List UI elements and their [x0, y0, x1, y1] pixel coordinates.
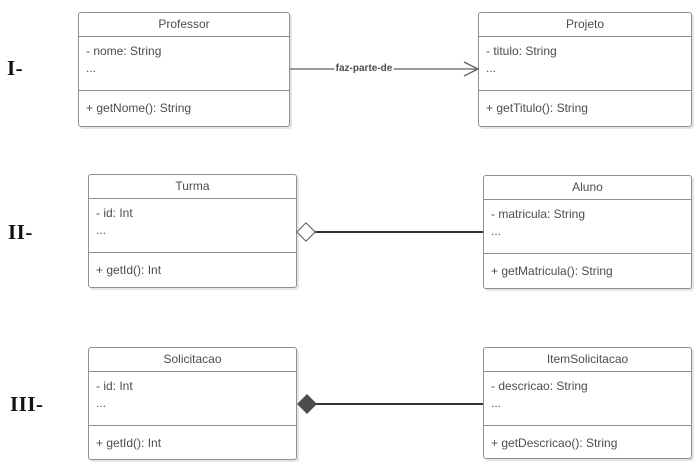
attributes-compartment: - id: Int ... — [89, 199, 296, 253]
method-line: + getTitulo(): String — [486, 100, 588, 115]
methods-compartment: + getTitulo(): String — [479, 91, 691, 125]
composition-connector — [307, 403, 483, 405]
class-title: Professor — [79, 13, 289, 37]
attributes-compartment: - descricao: String ... — [484, 372, 691, 426]
row-3-numeral: III- — [10, 392, 44, 416]
methods-compartment: + getId(): Int — [89, 253, 296, 287]
aggregation-connector — [306, 231, 483, 233]
attribute-line: ... — [96, 223, 107, 237]
attribute-line: ... — [491, 224, 502, 238]
attribute-line: ... — [486, 61, 497, 75]
method-line: + getDescricao(): String — [491, 435, 618, 450]
class-professor: Professor - nome: String ... + getNome()… — [78, 12, 290, 127]
attribute-line: - titulo: String — [486, 44, 557, 58]
row-2-numeral: II- — [8, 220, 33, 244]
row-1-numeral: I- — [7, 56, 24, 80]
attributes-compartment: - nome: String ... — [79, 37, 289, 91]
methods-compartment: + getMatricula(): String — [484, 254, 691, 288]
class-turma: Turma - id: Int ... + getId(): Int — [88, 174, 297, 288]
attribute-line: ... — [491, 396, 502, 410]
attribute-line: - matricula: String — [491, 207, 586, 221]
attribute-line: - descricao: String — [491, 379, 588, 393]
class-solicitacao: Solicitacao - id: Int ... + getId(): Int — [88, 347, 297, 460]
class-title: Solicitacao — [89, 348, 296, 372]
class-aluno: Aluno - matricula: String ... + getMatri… — [483, 175, 692, 289]
methods-compartment: + getId(): Int — [89, 426, 296, 460]
attribute-line: - id: Int — [96, 379, 133, 393]
method-line: + getNome(): String — [86, 100, 192, 115]
attributes-compartment: - matricula: String ... — [484, 200, 691, 254]
attribute-line: - nome: String — [86, 44, 162, 58]
method-line: + getMatricula(): String — [491, 263, 613, 278]
methods-compartment: + getDescricao(): String — [484, 426, 691, 460]
class-title: Projeto — [479, 13, 691, 37]
method-line: + getId(): Int — [96, 262, 162, 277]
class-title: ItemSolicitacao — [484, 348, 691, 372]
attribute-line: - id: Int — [96, 206, 133, 220]
attribute-line: ... — [86, 61, 97, 75]
attributes-compartment: - titulo: String ... — [479, 37, 691, 91]
open-arrowhead-icon — [463, 61, 480, 77]
association-label: faz-parte-de — [334, 63, 394, 75]
class-itemsolicitacao: ItemSolicitacao - descricao: String ... … — [483, 347, 692, 459]
class-title: Aluno — [484, 176, 691, 200]
aggregation-diamond-icon — [296, 222, 316, 242]
methods-compartment: + getNome(): String — [79, 91, 289, 125]
method-line: + getId(): Int — [96, 435, 162, 450]
class-projeto: Projeto - titulo: String ... + getTitulo… — [478, 12, 692, 127]
attributes-compartment: - id: Int ... — [89, 372, 296, 426]
composition-diamond-icon — [297, 394, 317, 414]
attribute-line: ... — [96, 396, 107, 410]
class-title: Turma — [89, 175, 296, 199]
